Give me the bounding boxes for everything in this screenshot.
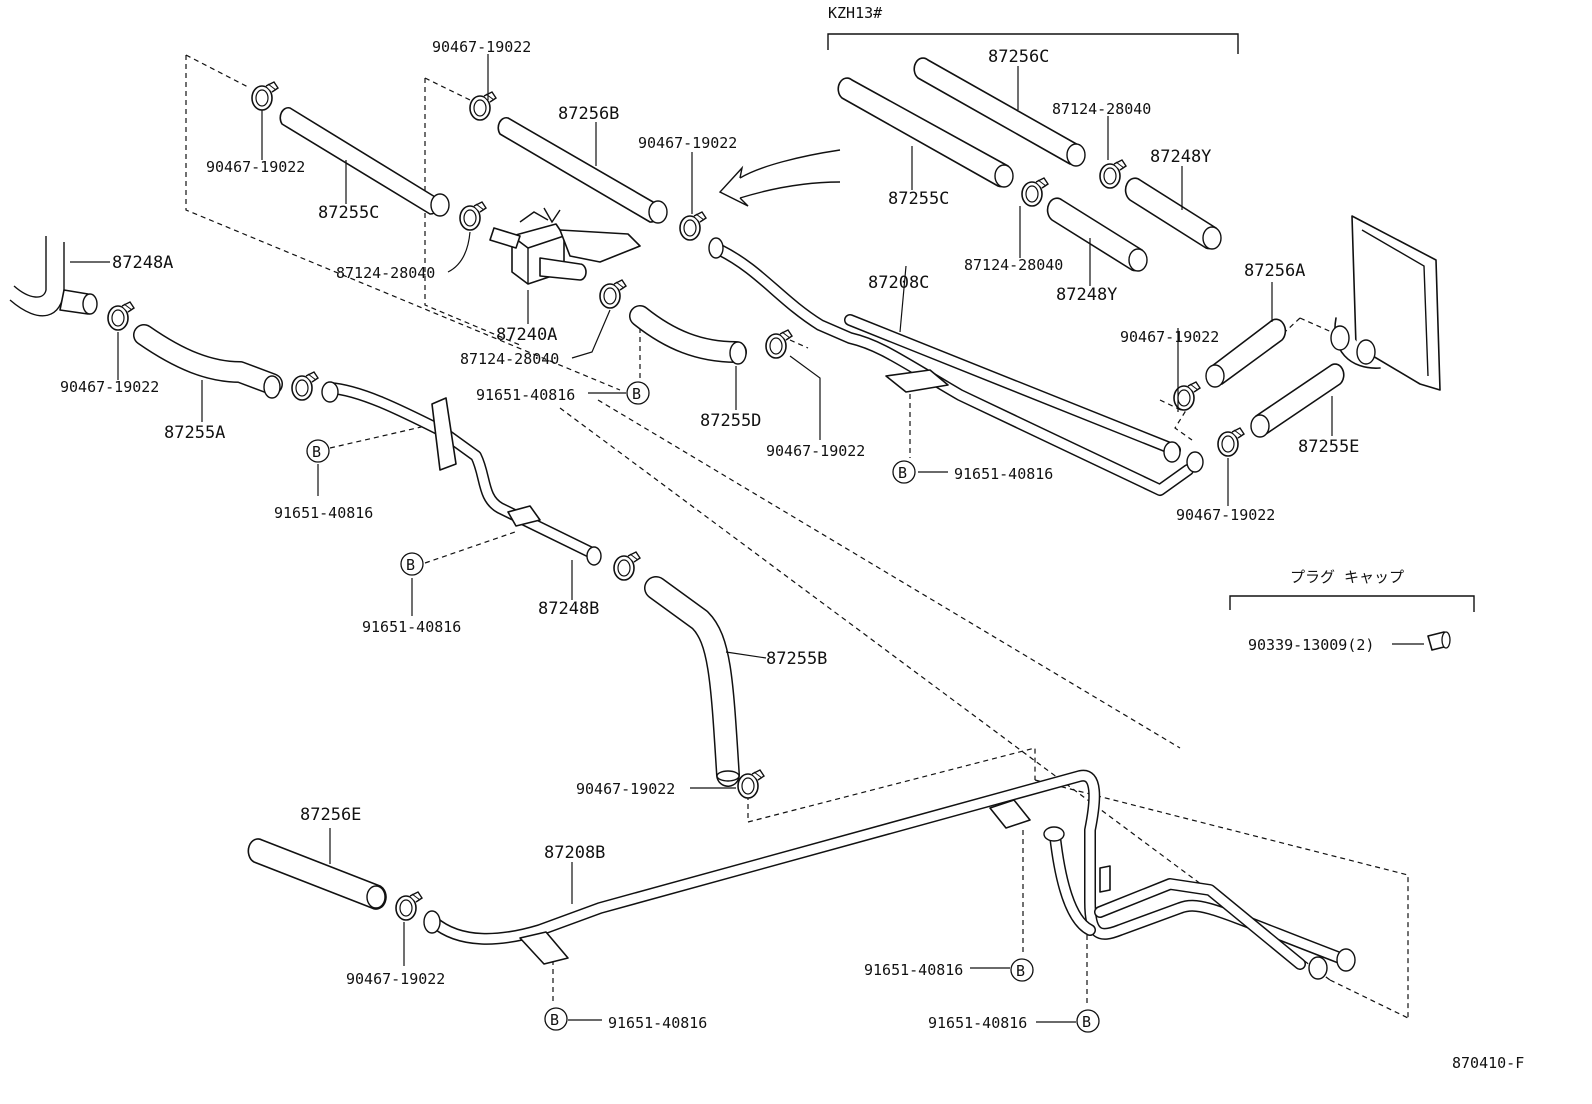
hose-87256A (1205, 318, 1287, 388)
variant-bracket (827, 33, 1239, 54)
clamp-label: 90467-19022 (638, 134, 737, 152)
bolt-letter: B (406, 556, 415, 574)
clamp-label: 90467-19022 (60, 378, 159, 396)
part-label: 87124-28040 (964, 256, 1063, 274)
bolt-label: 91651-40816 (954, 465, 1053, 483)
hose-87255C-left (279, 106, 450, 217)
clamp-label: 90467-19022 (1176, 506, 1275, 524)
clamp-icon (107, 301, 135, 331)
bolt-letter: B (898, 464, 907, 482)
labels: KZH13# 90467-19022 90467-19022 90467-190… (60, 4, 1524, 1072)
clamp-label: 90467-19022 (1120, 328, 1219, 346)
hose-87255A (133, 324, 283, 399)
bolt-symbol: B (892, 460, 916, 484)
clamp-label: 90467-19022 (346, 970, 445, 988)
heater-core (1330, 215, 1441, 391)
clamp-icon (765, 329, 793, 359)
clamp-icon (395, 891, 423, 921)
bolt-symbol: B (626, 381, 650, 405)
bolt-letter: B (312, 443, 321, 461)
plug-caption: プラグ キャップ (1290, 568, 1404, 586)
bolt-label: 91651-40816 (864, 961, 963, 979)
clamp-icon (469, 91, 497, 121)
bolt-letter: B (632, 385, 641, 403)
part-label: 87208B (544, 843, 605, 863)
part-label: 87248B (538, 599, 599, 619)
part-label: 87248Y (1150, 147, 1211, 167)
clamp-label: 90467-19022 (576, 780, 675, 798)
part-label: 87256E (300, 805, 361, 825)
part-label: 87208C (868, 273, 929, 293)
part-label: 87255C (318, 203, 379, 223)
bolt-symbol: B (1076, 1009, 1100, 1033)
bolt-label: 91651-40816 (476, 386, 575, 404)
leader-lines (70, 54, 1424, 1023)
bolt-letter: B (550, 1011, 559, 1029)
clamp-label: 90467-19022 (432, 38, 531, 56)
part-label: 87256B (558, 104, 619, 124)
part-label: 87248A (112, 253, 173, 273)
part-label: 87255E (1298, 437, 1359, 457)
pipe-87208B (423, 769, 1356, 980)
part-label: 90339-13009(2) (1248, 636, 1374, 654)
hose-87255E (1250, 363, 1345, 438)
pipe-87208C (708, 237, 1204, 496)
hose-87255B (644, 576, 740, 787)
hose-87255C-right (837, 77, 1014, 188)
bolt-symbol: B (1010, 958, 1034, 982)
part-label: 87124-28040 (336, 264, 435, 282)
clamp-icon (291, 371, 319, 401)
bolt-letter: B (1016, 962, 1025, 980)
hose-87248Y-bottom (1046, 197, 1148, 272)
plug-cap (1427, 631, 1451, 651)
clamp-icon (251, 81, 279, 111)
part-label: 87124-28040 (460, 350, 559, 368)
hose-87248A (9, 236, 98, 317)
clamp-icon (599, 279, 627, 309)
clamp-icon (1021, 177, 1049, 207)
pipe-87248B (321, 381, 602, 566)
bolt-symbol: B (544, 1007, 568, 1031)
clamp-icon (459, 201, 487, 231)
bolt-symbol: B (400, 552, 424, 576)
flow-arrow (718, 149, 841, 207)
clamp-icon (1217, 427, 1245, 457)
bolt-label: 91651-40816 (362, 618, 461, 636)
part-label: 87255C (888, 189, 949, 209)
hose-87248Y-top (1124, 177, 1222, 250)
clamp-icon (613, 551, 641, 581)
bolt-label: 91651-40816 (928, 1014, 1027, 1032)
dashed-boundaries (185, 54, 1409, 1019)
part-label: 87124-28040 (1052, 100, 1151, 118)
bolt-label: 91651-40816 (608, 1014, 707, 1032)
clamp-label: 90467-19022 (206, 158, 305, 176)
bolt-label: 91651-40816 (274, 504, 373, 522)
clamp-icon (737, 769, 765, 799)
part-label: 87255D (700, 411, 761, 431)
bolt-letter: B (1082, 1013, 1091, 1031)
bolt-symbol: B (306, 439, 330, 463)
hose-87256B (497, 116, 668, 224)
hose-87256C (913, 57, 1086, 167)
variant-label: KZH13# (828, 4, 882, 22)
clamp-icon (1099, 159, 1127, 189)
clamp-icon (679, 211, 707, 241)
hose-87255D (629, 305, 747, 365)
clamp-label: 90467-19022 (766, 442, 865, 460)
part-label: 87256C (988, 47, 1049, 67)
part-label: 87248Y (1056, 285, 1117, 305)
part-label: 87255A (164, 423, 225, 443)
hose-87256E (247, 838, 387, 910)
valve-87240A (489, 207, 641, 285)
part-label: 87256A (1244, 261, 1305, 281)
plug-bracket (1229, 595, 1475, 612)
part-label: 87255B (766, 649, 827, 669)
diagram-code: 870410-F (1452, 1054, 1524, 1072)
part-label: 87240A (496, 325, 557, 345)
